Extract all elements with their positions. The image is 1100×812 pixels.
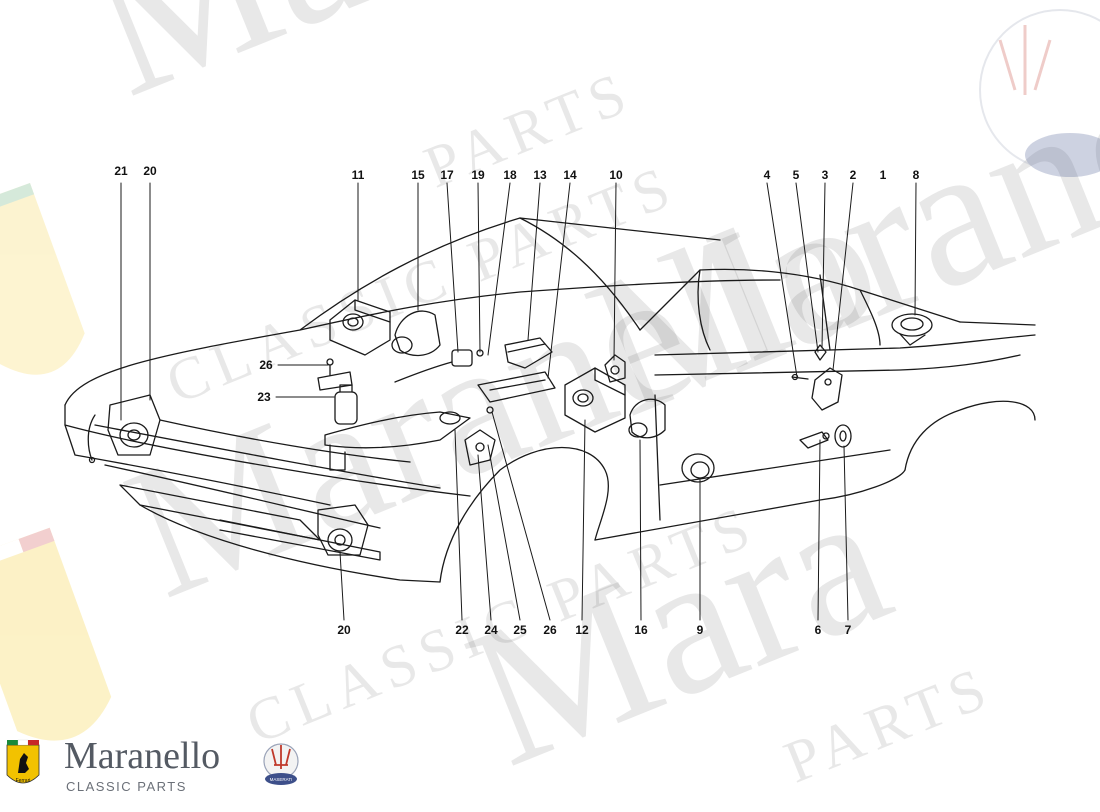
callout-11[interactable]: 11	[351, 168, 365, 182]
callout-25[interactable]: 25	[513, 623, 527, 637]
ferrari-shield-watermark-lower	[0, 527, 112, 741]
callout-20-upper[interactable]: 20	[143, 164, 157, 178]
valve-17	[394, 349, 484, 383]
callout-17[interactable]: 17	[440, 168, 454, 182]
car-body-outline	[64, 217, 1036, 583]
maserati-trident-icon: MASERATI	[263, 743, 299, 785]
callout-14[interactable]: 14	[563, 168, 577, 182]
headlight-assembly-upper	[87, 394, 161, 464]
maranello-logo: Ferrari Maranello CLASSIC PARTS MASERATI	[6, 735, 326, 795]
shield-text: Ferrari	[16, 778, 31, 784]
bracket-26	[317, 358, 353, 391]
callout-1[interactable]: 1	[879, 168, 887, 182]
callout-8[interactable]: 8	[912, 168, 920, 182]
maserati-badge-watermark	[979, 9, 1100, 177]
clip-3-5	[791, 344, 827, 381]
badge-text: MASERATI	[270, 777, 293, 782]
speaker-8	[891, 313, 933, 346]
callout-26-lower[interactable]: 26	[543, 623, 557, 637]
callout-12[interactable]: 12	[575, 623, 589, 637]
ferrari-shield-icon: Ferrari	[6, 739, 40, 784]
callout-19[interactable]: 19	[471, 168, 485, 182]
callout-5[interactable]: 5	[792, 168, 800, 182]
blower-box-12	[564, 367, 626, 433]
blower-box-11	[329, 299, 391, 356]
callout-23[interactable]: 23	[257, 390, 271, 404]
callout-21-upper[interactable]: 21	[114, 164, 128, 178]
callout-7[interactable]: 7	[844, 623, 852, 637]
bracket-24-25	[464, 406, 496, 466]
callout-22[interactable]: 22	[455, 623, 469, 637]
motor-10	[604, 354, 626, 383]
callout-20-lower[interactable]: 20	[337, 623, 351, 637]
speaker-grille-9	[681, 453, 715, 483]
callout-13[interactable]: 13	[533, 168, 547, 182]
callout-4[interactable]: 4	[763, 168, 771, 182]
air-duct-16	[628, 398, 666, 439]
callout-15[interactable]: 15	[411, 168, 425, 182]
callout-9[interactable]: 9	[696, 623, 704, 637]
logo-subtitle-text: CLASSIC PARTS	[66, 779, 187, 794]
damper-23	[334, 384, 358, 425]
callout-24[interactable]: 24	[484, 623, 498, 637]
ferrari-shield-watermark-upper	[0, 182, 85, 375]
callout-10[interactable]: 10	[609, 168, 623, 182]
ring-7	[834, 424, 852, 448]
cover-1-2	[811, 367, 843, 411]
callout-2[interactable]: 2	[849, 168, 857, 182]
plug-6	[799, 431, 830, 449]
callout-18[interactable]: 18	[503, 168, 517, 182]
callout-3[interactable]: 3	[821, 168, 829, 182]
air-duct-15	[391, 310, 441, 357]
control-unit-13	[504, 337, 553, 369]
tray-22	[324, 411, 471, 471]
leader-lines	[120, 182, 917, 621]
logo-brand-text: Maranello	[64, 735, 221, 777]
callout-26-upper[interactable]: 26	[259, 358, 273, 372]
headlight-assembly-lower	[317, 504, 369, 556]
callout-16[interactable]: 16	[634, 623, 648, 637]
callout-6[interactable]: 6	[814, 623, 822, 637]
filter-14	[477, 371, 556, 403]
